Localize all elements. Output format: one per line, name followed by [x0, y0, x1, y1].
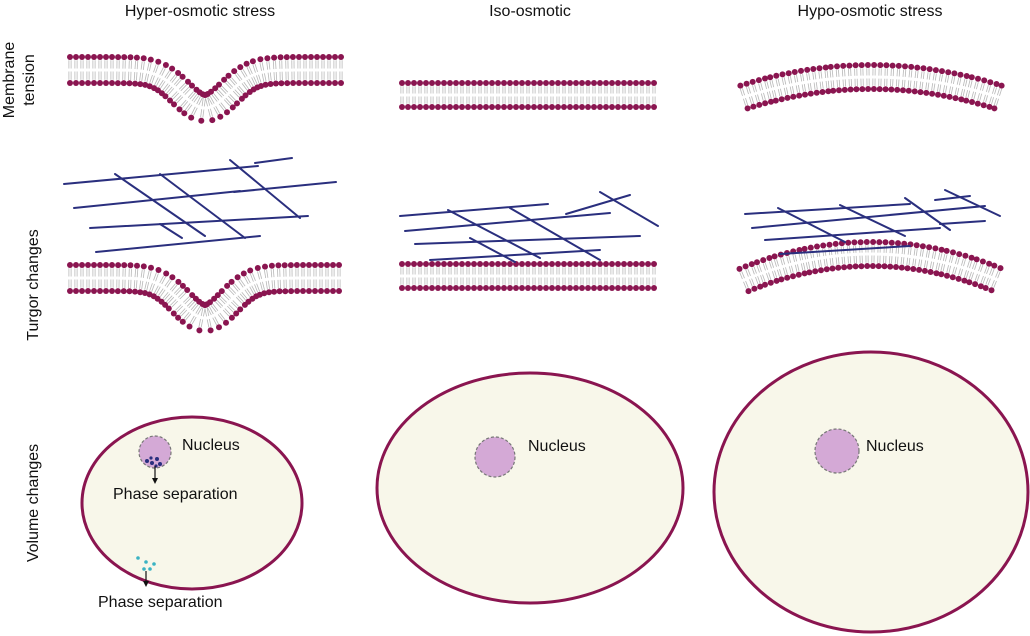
nucleus-hypo	[814, 428, 860, 474]
nucleus-label-hyper: Nucleus	[182, 437, 240, 454]
column-title-iso: Iso-osmotic	[489, 3, 571, 20]
fiber-mesh-hypo	[744, 189, 1001, 255]
cell-iso	[375, 371, 685, 605]
cell-hyper	[80, 415, 304, 591]
fiber-mesh-hyper	[63, 157, 337, 253]
row-label-volume: Volume changes	[25, 444, 42, 562]
column-title-hyper: Hyper-osmotic stress	[125, 3, 275, 20]
row-label-turgor: Turgor changes	[25, 229, 42, 340]
membrane-iso-tension	[399, 80, 657, 110]
membrane-iso-turgor	[399, 261, 657, 291]
arrow-down-icon-cytoplasmic	[143, 571, 149, 587]
cytoplasmic-condensates-icon	[136, 556, 156, 571]
row-label-membrane-tension: Membrane tension	[1, 42, 38, 119]
phase-separation-label-cytoplasmic: Phase separation	[98, 594, 223, 611]
row-label-membrane-line2: tension	[21, 54, 38, 106]
nucleus-label-iso: Nucleus	[528, 438, 586, 455]
row-label-membrane-line1: Membrane	[1, 42, 18, 119]
membrane-hyper-tension	[67, 54, 344, 124]
column-title-hypo: Hypo-osmotic stress	[798, 3, 943, 20]
membrane-hypo-turgor	[736, 239, 1004, 295]
membrane-hyper-turgor	[67, 262, 342, 334]
phase-separation-label-nuclear: Phase separation	[113, 486, 238, 503]
nucleus-iso	[474, 436, 516, 478]
cell-hypo	[712, 350, 1030, 634]
nucleus-hyper	[138, 435, 172, 469]
nuclear-condensates-icon	[145, 456, 162, 468]
membrane-hypo-tension	[737, 62, 1005, 112]
nucleus-label-hypo: Nucleus	[866, 438, 924, 455]
arrow-down-icon-nuclear	[152, 466, 158, 484]
fiber-mesh-iso	[399, 191, 659, 263]
